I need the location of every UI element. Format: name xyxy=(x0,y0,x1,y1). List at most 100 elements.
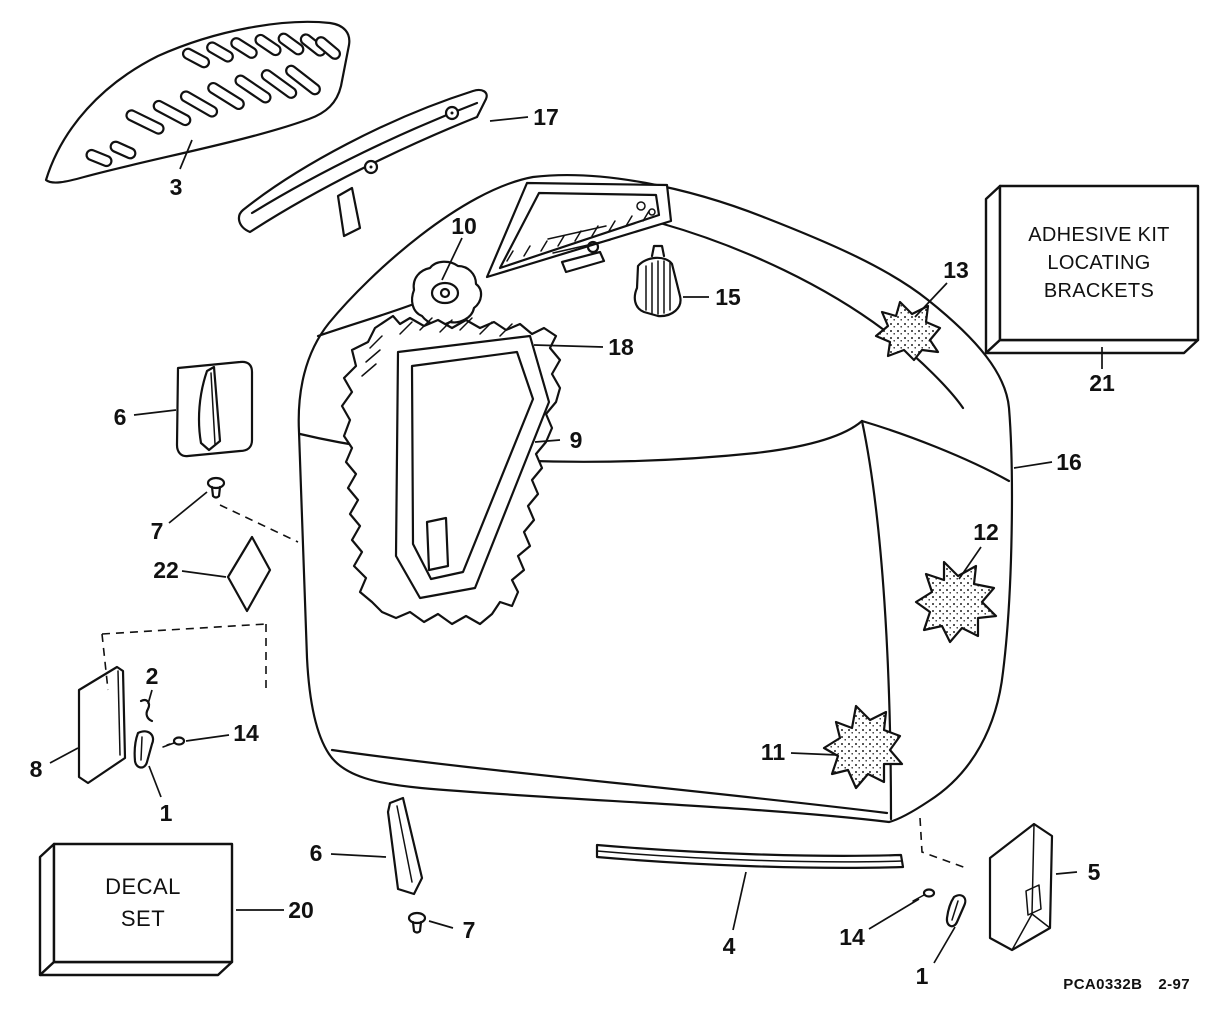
vent-hole-center xyxy=(369,165,373,169)
adhesive-kit-slab xyxy=(984,184,1200,355)
leader-line-14b xyxy=(868,898,920,930)
adhesive-bracket-12 xyxy=(914,560,998,644)
grommet-center xyxy=(439,287,451,299)
callout-22: 22 xyxy=(153,557,179,583)
clip-1-bottom xyxy=(945,894,967,928)
slab-bottom xyxy=(984,338,1200,355)
drawing-code-number: PCA0332B xyxy=(1063,976,1143,993)
drawing-code: PCA0332B 2-97 xyxy=(1000,976,1190,993)
callout-10: 10 xyxy=(451,213,477,239)
callout-15: 15 xyxy=(715,284,741,310)
grommet xyxy=(411,260,483,326)
liner-slot xyxy=(425,516,450,572)
callout-2: 2 xyxy=(146,663,159,689)
opening-screw xyxy=(648,208,656,216)
leader-line-14a xyxy=(185,734,230,742)
leader-line-6a xyxy=(133,409,177,416)
callout-8: 8 xyxy=(30,756,43,782)
plug-screw-bottom xyxy=(407,911,427,934)
grille-slots xyxy=(85,32,341,168)
latch-clip-tab xyxy=(650,244,666,258)
callout-21: 21 xyxy=(1089,370,1115,396)
corner-bracket xyxy=(988,822,1054,952)
liner-pocket-outer xyxy=(394,334,551,600)
screw-shank xyxy=(210,485,222,499)
liner-pocket-inner xyxy=(410,350,535,581)
clip-1-line xyxy=(140,736,143,761)
callout-17: 17 xyxy=(533,104,559,130)
callout-1a: 1 xyxy=(160,800,173,826)
support-bracket-left xyxy=(175,360,254,458)
leader-line-13 xyxy=(914,282,948,318)
corner-bracket-outline xyxy=(988,822,1054,952)
callout-11: 11 xyxy=(761,739,786,765)
opening-screw xyxy=(636,201,646,211)
opening-hatching xyxy=(506,210,650,262)
vent-hole-center xyxy=(450,111,454,115)
callout-4: 4 xyxy=(723,933,736,959)
cover-bottom-lip xyxy=(330,748,889,815)
bracket-fin-line xyxy=(396,805,413,883)
bracket-fin-line xyxy=(210,372,216,445)
opening-latch-plate xyxy=(560,250,606,274)
side-bracket-plate xyxy=(77,665,127,785)
leader-lines xyxy=(49,116,1103,964)
callout-6a: 6 xyxy=(114,404,127,430)
leader-line-7b xyxy=(428,920,454,929)
dashed-line-5 xyxy=(919,817,967,869)
bracket-fin xyxy=(197,365,222,452)
adhesive-bracket-11 xyxy=(822,704,904,790)
leader-line-12 xyxy=(958,546,982,580)
vent-mount-leg xyxy=(336,186,362,238)
grommet-outline xyxy=(411,260,483,326)
support-bracket-bottom xyxy=(386,796,424,896)
leader-line-7a xyxy=(168,491,208,524)
dashed-line-3 xyxy=(101,633,109,691)
cover-belt-line-right xyxy=(860,419,1011,483)
gasket-pad xyxy=(226,535,272,613)
leader-line-16 xyxy=(1013,461,1053,469)
slab-side xyxy=(984,184,1002,355)
grommet-inner-ring xyxy=(430,281,460,305)
adhesive-bracket-13 xyxy=(874,300,942,362)
callout-7a: 7 xyxy=(151,518,164,544)
screw-14-bottom-tip xyxy=(912,894,925,902)
callout-3: 3 xyxy=(170,174,183,200)
vent-cover xyxy=(237,88,488,238)
callout-14a: 14 xyxy=(233,720,259,746)
screw-head xyxy=(407,911,427,925)
leader-line-17 xyxy=(489,116,529,122)
leader-line-10 xyxy=(441,237,463,281)
slab-front xyxy=(998,184,1200,342)
callout-5: 5 xyxy=(1088,859,1101,885)
leader-line-4 xyxy=(732,871,747,931)
leader-line-11 xyxy=(790,752,839,756)
opening-inner-rim xyxy=(498,191,661,270)
drawing-code-date: 2-97 xyxy=(1158,976,1190,993)
dashed-line-2 xyxy=(101,623,267,635)
grille-cover xyxy=(44,20,351,184)
side-bracket-fold xyxy=(117,670,121,756)
slab-bottom xyxy=(38,960,234,977)
callout-13: 13 xyxy=(943,257,969,283)
leader-line-2 xyxy=(147,689,153,705)
bracket-plate xyxy=(175,360,254,458)
leader-line-6b xyxy=(330,853,387,858)
leader-line-8 xyxy=(49,747,79,764)
opening-hinge-line xyxy=(552,239,611,254)
seal-strip xyxy=(595,843,905,869)
callout-12: 12 xyxy=(973,519,999,545)
callout-7b: 7 xyxy=(463,917,476,943)
inner-liner xyxy=(340,314,562,626)
screw-shank xyxy=(411,920,423,934)
adhesive-kit-label: ADHESIVE KIT LOCATING BRACKETS xyxy=(1028,224,1170,302)
screw-14-left xyxy=(172,736,186,746)
liner-hatching xyxy=(361,317,513,377)
slab-front xyxy=(52,842,234,964)
bottom-right-hardware xyxy=(912,888,967,928)
callout-6b: 6 xyxy=(310,840,323,866)
clip-1-bottom-line xyxy=(951,900,959,921)
leader-line-1a xyxy=(148,765,162,798)
